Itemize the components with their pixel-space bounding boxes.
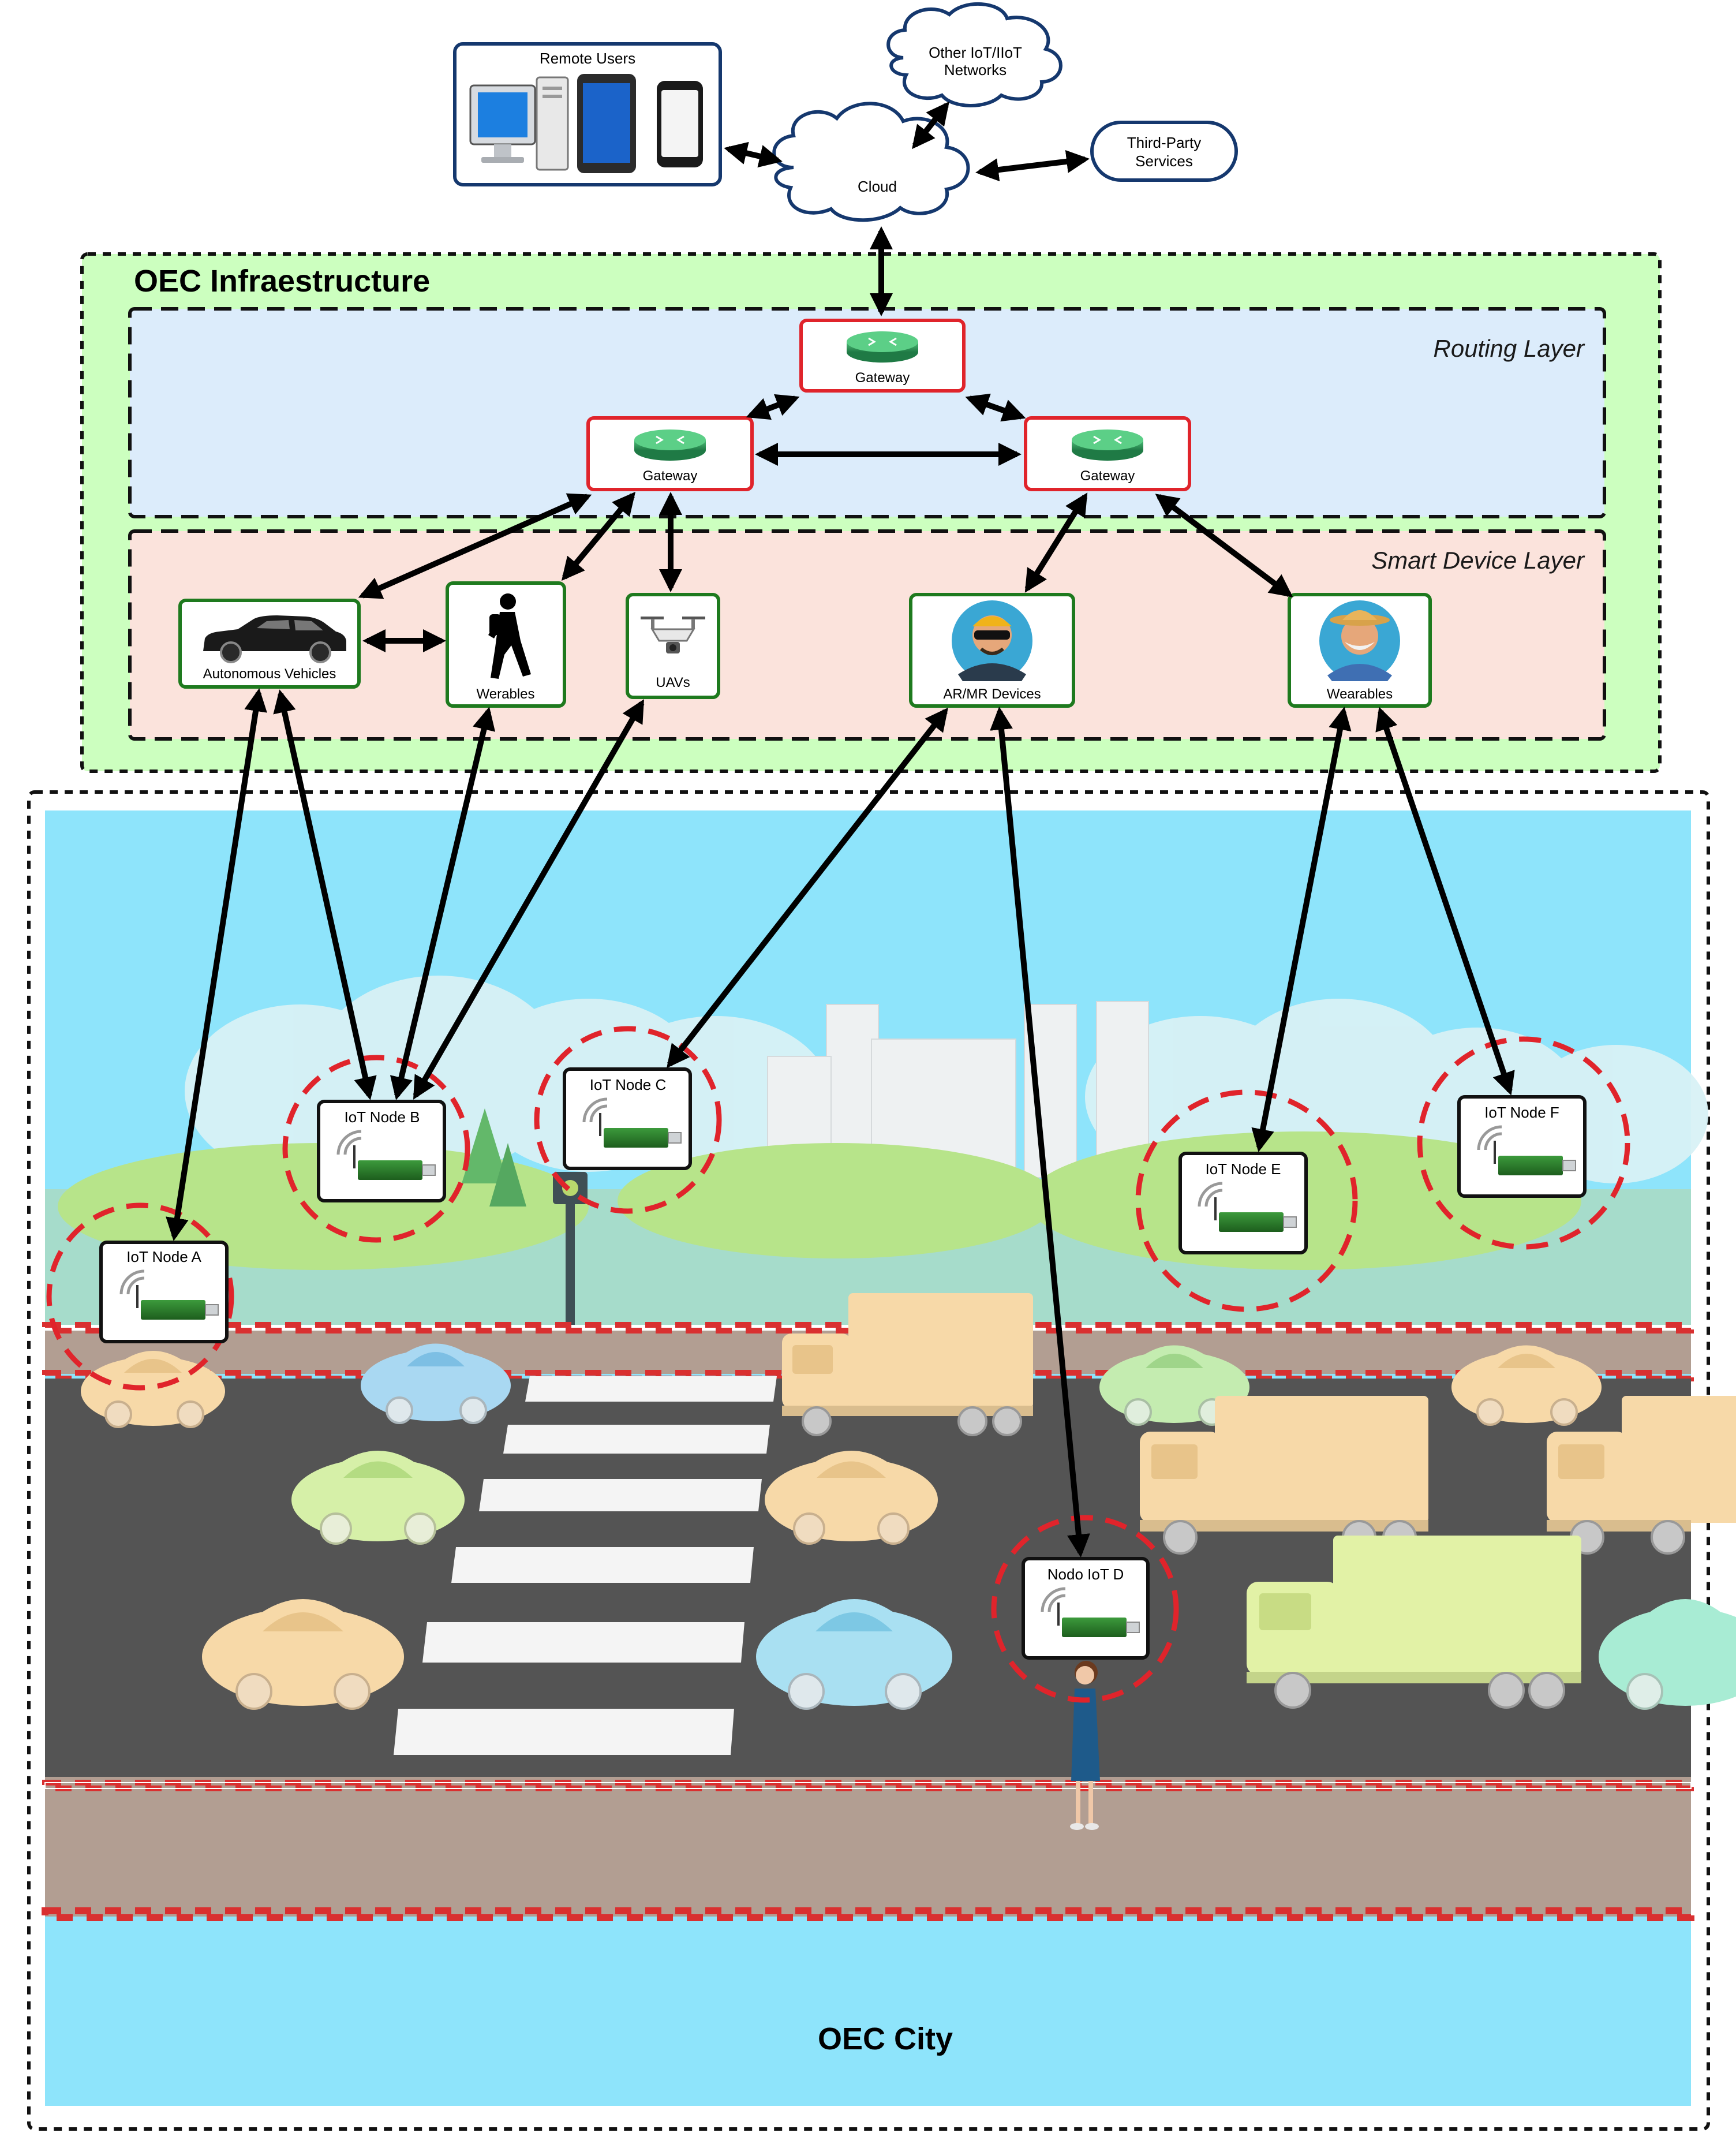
- gateway-top: Gateway: [799, 319, 966, 393]
- cloud-label: Cloud: [858, 178, 897, 195]
- arrow-uavs-nodeb: [413, 699, 645, 1100]
- device-uavs: UAVs: [626, 593, 720, 699]
- iot-node-a: IoT Node A: [46, 1202, 234, 1391]
- iot-board-icon: [119, 1269, 219, 1320]
- remote-users-box: Remote Users: [453, 42, 722, 186]
- gateway-right: Gateway: [1024, 416, 1191, 491]
- other-networks-label-line1: Other IoT/IIoT: [929, 44, 1022, 61]
- ar-headset-person-icon: [952, 600, 1032, 681]
- city-title: OEC City: [818, 2022, 953, 2056]
- third-party-label-line2: Services: [1135, 152, 1193, 170]
- third-party-services-box: Third-Party Services: [1090, 121, 1238, 182]
- iot-node-f-label: IoT Node F: [1484, 1104, 1559, 1121]
- iot-node-b: IoT Node B: [282, 1055, 470, 1243]
- iot-node-b-label: IoT Node B: [344, 1108, 420, 1126]
- iot-board-icon: [1041, 1587, 1140, 1637]
- iot-node-e-label: IoT Node E: [1205, 1160, 1281, 1178]
- arrow-gwright-ar: [1024, 492, 1088, 593]
- arrow-gwleft-werables: [561, 491, 636, 581]
- werables-label: Werables: [477, 686, 535, 702]
- car-icon: [203, 615, 346, 663]
- arrow-ar-noded: [990, 707, 1090, 1557]
- iot-node-d-label: Nodo IoT D: [1047, 1566, 1124, 1583]
- third-party-label-line1: Third-Party: [1127, 134, 1202, 151]
- iot-board-icon: [1198, 1182, 1297, 1232]
- other-networks-cloud: Other IoT/IIoT Networks: [886, 2, 1062, 107]
- other-networks-label-line2: Networks: [944, 61, 1007, 79]
- autonomous-vehicles-label: Autonomous Vehicles: [203, 666, 336, 682]
- smart-device-layer-title: Smart Device Layer: [1371, 547, 1585, 574]
- gateway-left-label: Gateway: [643, 468, 698, 484]
- drone-icon: [641, 617, 705, 653]
- arrow-wearables-nodef: [1375, 707, 1515, 1096]
- uavs-label: UAVs: [656, 675, 690, 690]
- routing-layer-title: Routing Layer: [1434, 335, 1586, 362]
- iot-node-f: IoT Node F: [1417, 1036, 1630, 1250]
- arrow-gwtop-gwleft: [746, 394, 800, 420]
- remote-users-label: Remote Users: [540, 50, 635, 67]
- device-ar-mr: AR/MR Devices: [909, 593, 1075, 708]
- connector-arrows: [166, 101, 1515, 1557]
- device-werables: Werables: [446, 581, 566, 708]
- arrow-ar-nodec: [667, 707, 948, 1069]
- routing-layer: Routing Layer: [128, 307, 1606, 518]
- infrastructure-title: OEC Infraestructure: [134, 264, 430, 298]
- iot-board-icon: [582, 1097, 682, 1148]
- device-wearables: Wearables: [1288, 593, 1432, 708]
- iot-node-a-label: IoT Node A: [126, 1248, 201, 1265]
- iot-board-icon: [336, 1130, 436, 1180]
- arrow-wearables-nodee: [1251, 707, 1352, 1152]
- iot-node-e: IoT Node E: [1135, 1089, 1358, 1312]
- arrow-gwright-wearables: [1155, 494, 1293, 597]
- arrow-gwtop-gwright: [965, 393, 1026, 422]
- city-trucks: [782, 1293, 1736, 1709]
- gateway-left: Gateway: [586, 416, 754, 491]
- arrow-av-nodea: [166, 688, 267, 1241]
- arrow-gwleft-av: [358, 493, 592, 599]
- ar-mr-devices-label: AR/MR Devices: [943, 686, 1041, 702]
- pedestrian-woman: [1070, 1661, 1100, 1830]
- arrow-cloud-networks: [912, 101, 949, 150]
- gateway-top-label: Gateway: [855, 370, 910, 386]
- arrow-cloud-thirdparty: [975, 150, 1090, 182]
- cloud-shape: Cloud: [772, 102, 970, 222]
- smartphone-icon: [657, 81, 703, 167]
- arrow-av-nodeb: [273, 689, 377, 1100]
- iot-node-c-label: IoT Node C: [590, 1076, 666, 1093]
- desktop-computer-icon: [469, 76, 569, 171]
- device-autonomous-vehicles: Autonomous Vehicles: [178, 599, 361, 689]
- gateway-right-label: Gateway: [1080, 468, 1135, 484]
- arrow-users-cloud: [724, 141, 783, 168]
- city-cars: [81, 1343, 1736, 1710]
- iot-board-icon: [1477, 1125, 1576, 1175]
- farmer-person-icon: [1319, 600, 1400, 681]
- wearables-label: Wearables: [1327, 686, 1393, 702]
- tablet-icon: [577, 74, 636, 173]
